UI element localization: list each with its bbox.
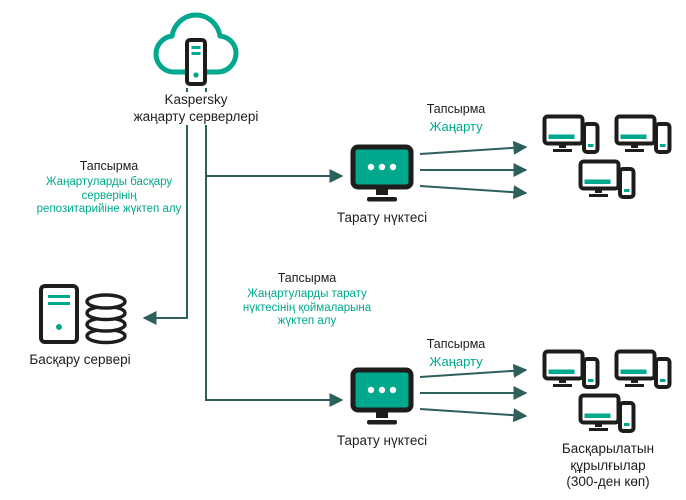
managed-device-icon (614, 114, 672, 160)
managed-devices-label: Басқарылатын құрылғылар (300-ден көп) (561, 441, 655, 489)
kaspersky-update-servers-label: Kaspersky жаңарту серверлері (106, 92, 286, 125)
cloud-icon (153, 12, 239, 86)
task-title: Тапсырма (79, 159, 139, 173)
arrow-dp-top-to-devices-1 (419, 140, 528, 155)
task-update-bottom: Тапсырма Жаңарту (414, 337, 498, 370)
managed-device-icon (542, 114, 600, 160)
monitor-icon (350, 367, 414, 425)
task-action: Жаңарту (429, 119, 483, 134)
task-title: Тапсырма (277, 271, 337, 285)
arrow-cloud-to-dp-bottom (205, 88, 344, 407)
desktop-and-mobile-icon (578, 159, 636, 199)
desktop-and-mobile-icon (542, 114, 600, 154)
task-description: Жаңартуларды басқару серверінің репозита… (36, 176, 182, 215)
managed-device-icon (578, 393, 636, 439)
kaspersky-update-servers-cloud-icon (152, 6, 240, 92)
managed-device-icon (542, 349, 600, 395)
task-download-to-dp-repositories: Тапсырма Жаңартуларды тарату нүктесінің … (222, 271, 392, 329)
arrow-dp-bottom-to-devices-1 (419, 363, 528, 378)
task-title: Тапсырма (426, 102, 486, 116)
admin-server-icon (38, 283, 138, 347)
arrow-dp-top-to-devices-3 (419, 185, 528, 200)
desktop-and-mobile-icon (578, 393, 636, 433)
desktop-and-mobile-icon (614, 114, 672, 154)
distribution-point-top-icon (350, 144, 414, 206)
task-update-top: Тапсырма Жаңарту (414, 102, 498, 135)
monitor-icon (350, 144, 414, 202)
distribution-point-top-label: Тарату нүктесі (336, 210, 428, 225)
distribution-point-bottom-icon (350, 367, 414, 429)
task-description: Жаңартуларды тарату нүктесінің қоймалары… (242, 288, 372, 327)
managed-device-icon (614, 349, 672, 395)
desktop-and-mobile-icon (542, 349, 600, 389)
desktop-and-mobile-icon (614, 349, 672, 389)
task-title: Тапсырма (426, 337, 486, 351)
admin-server-label: Басқару сервері (29, 352, 131, 367)
arrow-dp-bottom-to-devices-3 (419, 408, 528, 423)
task-action: Жаңарту (429, 354, 483, 369)
managed-device-icon (578, 159, 636, 205)
distribution-point-bottom-label: Тарату нүктесі (336, 433, 428, 448)
server-and-database-icon (39, 284, 127, 345)
task-download-to-admin-repository: Тапсырма Жаңартуларды басқару серверінің… (20, 159, 198, 217)
